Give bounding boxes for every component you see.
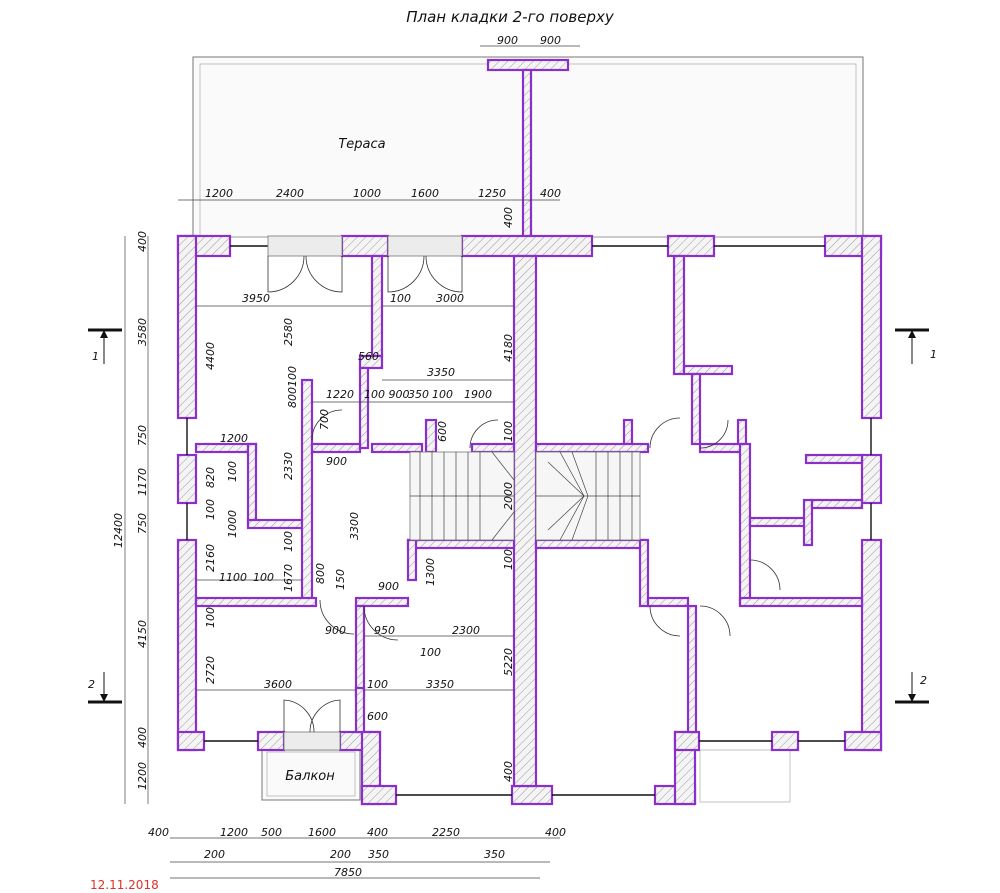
drawing-date: 12.11.2018 <box>90 878 159 892</box>
dim-label: 1900 <box>464 388 492 401</box>
section-mark-1-left: 1 <box>88 328 122 364</box>
drawing-title: План кладки 2-го поверху <box>406 8 615 26</box>
dim-label: 900 <box>497 34 518 47</box>
dim-label: 900 <box>325 624 346 637</box>
dim-label: 1300 <box>424 558 437 586</box>
dim-label: 100 <box>420 646 441 659</box>
dim-label: 2160 <box>204 544 217 572</box>
dim-label: 100 <box>502 549 515 570</box>
dim-label: 100 <box>367 678 388 691</box>
dim-label: 1100 <box>219 571 247 584</box>
dim-label: 400 <box>540 187 561 200</box>
dim-label: 1000 <box>226 510 239 538</box>
dim-label: 900 <box>326 455 347 468</box>
dim-label: 1200 <box>205 187 233 200</box>
dim-label: 1170 <box>136 468 149 496</box>
dim-label: 2330 <box>282 452 295 480</box>
dim-label: 200 <box>330 848 351 861</box>
section-1-right-label: 1 <box>930 348 937 361</box>
dim-label: 800100 <box>286 366 299 408</box>
dim-label: 400 <box>502 761 515 782</box>
dim-label: 1600 <box>411 187 439 200</box>
dim-label: 100 <box>204 499 217 520</box>
dim-label: 900 <box>378 580 399 593</box>
section-2-right-label: 2 <box>920 674 927 687</box>
dim-label: 3300 <box>348 512 361 540</box>
dim-label: 4400 <box>204 342 217 370</box>
dim-label: 200 <box>204 848 225 861</box>
dim-label: 3000 <box>436 292 464 305</box>
dim-label: 600 <box>367 710 388 723</box>
dim-label: 2300 <box>452 624 480 637</box>
dim-label: 100 <box>502 421 515 442</box>
dim-label: 1200 <box>220 432 248 445</box>
dim-label: 100 <box>390 292 411 305</box>
dim-label: 5220 <box>502 648 515 676</box>
dim-label: 12400 <box>112 513 125 548</box>
dim-label: 800 <box>314 563 327 584</box>
dim-label: 1200 <box>220 826 248 839</box>
interior-walls-right <box>534 254 864 734</box>
dim-label: 100 <box>432 388 453 401</box>
dim-label: 100 <box>204 607 217 628</box>
dim-label: 400 <box>367 826 388 839</box>
dim-label: 2400 <box>276 187 304 200</box>
staircase <box>409 451 641 541</box>
dim-label: 2250 <box>432 826 460 839</box>
dim-label: 750 <box>136 513 149 534</box>
dimension-lines <box>124 45 580 879</box>
dim-label: 1250 <box>478 187 506 200</box>
balcony-outline <box>261 749 361 801</box>
dim-label: 2580 <box>282 318 295 346</box>
dim-label: 900 <box>540 34 561 47</box>
dim-label: 1200 <box>136 762 149 790</box>
dim-label: 4180 <box>502 334 515 362</box>
dim-label: 400 <box>545 826 566 839</box>
dim-label: 350 <box>368 848 389 861</box>
section-mark-2-right: 2 <box>895 672 929 704</box>
terrace-label: Тераса <box>338 137 385 152</box>
dim-label: 3580 <box>136 318 149 346</box>
dim-label: 350 <box>484 848 505 861</box>
dim-label: 950 <box>374 624 395 637</box>
dim-label: 350 <box>408 388 429 401</box>
dim-label: 100 <box>253 571 274 584</box>
party-wall <box>512 254 538 788</box>
dim-label: 560 <box>358 350 379 363</box>
dimension-labels: 900 900 1200 2400 1000 1600 1250 400 400… <box>112 34 566 879</box>
dim-label: 400 <box>136 231 149 252</box>
balcony-label: Балкон <box>285 769 335 784</box>
dim-label: 7850 <box>334 866 362 879</box>
section-mark-1-right: 1 <box>895 328 937 364</box>
dim-label: 2000 <box>502 482 515 510</box>
dim-label: 100 900 <box>364 388 410 401</box>
dim-label: 3600 <box>264 678 292 691</box>
dim-label: 1600 <box>308 826 336 839</box>
dim-label: 700 <box>318 409 331 430</box>
dim-label: 400 <box>136 727 149 748</box>
dim-label: 2720 <box>204 656 217 684</box>
dim-label: 400 <box>502 207 515 228</box>
windows <box>186 235 872 796</box>
section-2-left-label: 2 <box>88 678 95 691</box>
dim-label: 3950 <box>242 292 270 305</box>
doors <box>267 255 781 733</box>
dim-label: 4150 <box>136 620 149 648</box>
dim-label: 600 <box>436 421 449 442</box>
dim-label: 3350 <box>427 366 455 379</box>
dim-label: 500 <box>261 826 282 839</box>
dim-label: 150 <box>334 569 347 590</box>
section-mark-2-left: 2 <box>88 672 122 704</box>
dim-label: 3350 <box>426 678 454 691</box>
dim-label: 1670 <box>282 564 295 592</box>
section-1-left-label: 1 <box>92 350 99 363</box>
dim-label: 100 <box>282 531 295 552</box>
dim-label: 1220 <box>326 388 354 401</box>
dim-label: 750 <box>136 425 149 446</box>
dim-label: 400 <box>148 826 169 839</box>
dim-label: 100 <box>226 461 239 482</box>
dim-label: 820 <box>204 467 217 488</box>
dim-label: 1000 <box>353 187 381 200</box>
